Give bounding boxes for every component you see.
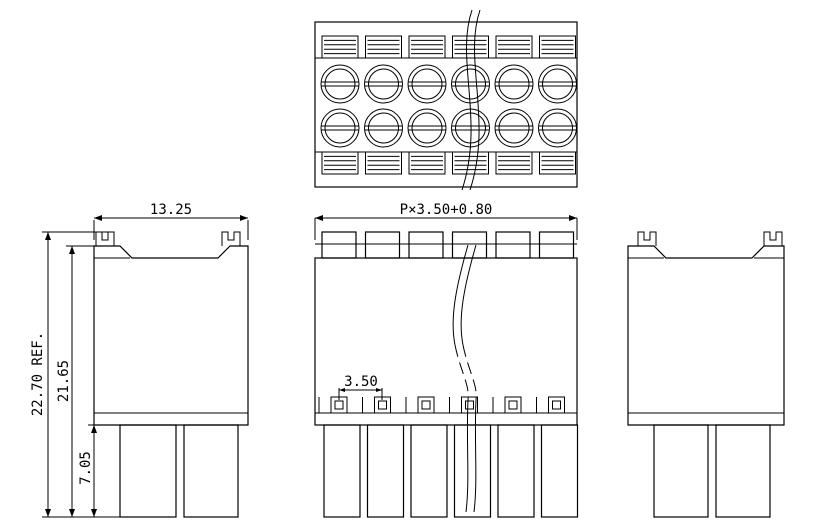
front-pin [453,424,492,518]
top-slot-lower [452,151,489,175]
front-pin [540,424,579,518]
contact-square-inner [508,400,518,410]
wire-hole-outer [407,108,447,148]
top-slot-upper [365,35,402,59]
dimension-7-05: 7.05 [78,424,120,517]
top-slots-lower [321,151,576,175]
contact-square-outer [548,396,565,414]
wire-hole-inner [542,112,573,144]
break-line-top-a [461,9,473,191]
dim-label-13-25: 13.25 [150,202,192,218]
wire-hole-inner [411,112,443,144]
contact-square-outer [417,396,435,414]
wire-hole-inner [411,68,443,100]
front-pin [366,424,405,518]
wire-hole-inner [498,112,530,144]
wire-hole-outer [538,64,577,104]
contact-square-outer [504,396,522,414]
wire-hole-outer [320,108,360,148]
front-top-tab [495,231,531,259]
wire-hole-outer [538,108,577,148]
wire-hole-outer [364,64,403,104]
top-slot-upper [452,35,489,59]
top-slot-upper [495,35,533,59]
top-wire-holes [320,64,577,148]
top-slot-lower [495,151,533,175]
top-slot-lower [321,151,359,175]
contact-square-inner [552,400,561,410]
dim-label-3-50: 3.50 [344,374,378,390]
front-pins [323,424,579,518]
dimension-3-50: 3.50 [338,374,383,400]
top-view [314,9,578,191]
front-contact-squares [318,396,565,414]
top-slot-lower [408,151,446,175]
dimension-13-25: 13.25 [93,202,249,240]
front-top-tab [364,231,401,259]
dimension-22-70-ref: 22.70 REF. [30,231,120,518]
wire-hole-inner [455,68,486,100]
top-slot-lower [365,151,402,175]
front-top-tabs [315,231,577,259]
wire-hole-outer [407,64,447,104]
front-pin [323,424,361,518]
wire-hole-inner [324,112,356,144]
contact-square-inner [421,400,431,410]
break-line-top-b [469,9,481,191]
dim-label-21-65: 21.65 [56,360,72,402]
left-side-view [93,231,249,518]
front-top-tab [321,231,357,259]
dim-label-22-70-ref: 22.70 REF. [30,332,46,416]
top-slot-upper [539,35,576,59]
top-slot-upper [321,35,359,59]
front-top-tab [408,231,444,259]
front-pin [410,424,448,518]
contact-square-inner [378,400,387,410]
front-top-tab [538,231,575,259]
wire-hole-outer [494,108,534,148]
dim-label-pitch-formula: P×3.50+0.80 [400,202,493,218]
dimension-pitch-formula: P×3.50+0.80 [314,202,578,240]
wire-hole-inner [368,68,399,100]
wire-hole-outer [451,64,490,104]
top-slot-upper [408,35,446,59]
dimension-21-65: 21.65 [56,245,96,517]
wire-hole-inner [498,68,530,100]
wire-hole-outer [494,64,534,104]
wire-hole-inner [542,68,573,100]
wire-hole-outer [320,64,360,104]
front-top-tab [451,231,488,259]
front-pin [497,424,535,518]
top-slot-lower [539,151,576,175]
right-side-view [627,231,785,518]
contact-square-inner [334,400,344,410]
contact-square-outer [461,396,478,414]
wire-hole-outer [364,108,403,148]
wire-hole-inner [324,68,356,100]
dim-label-7-05: 7.05 [78,451,94,485]
top-slots-upper [321,35,576,59]
contact-square-inner [465,400,474,410]
front-view [314,231,579,518]
wire-hole-inner [368,112,399,144]
